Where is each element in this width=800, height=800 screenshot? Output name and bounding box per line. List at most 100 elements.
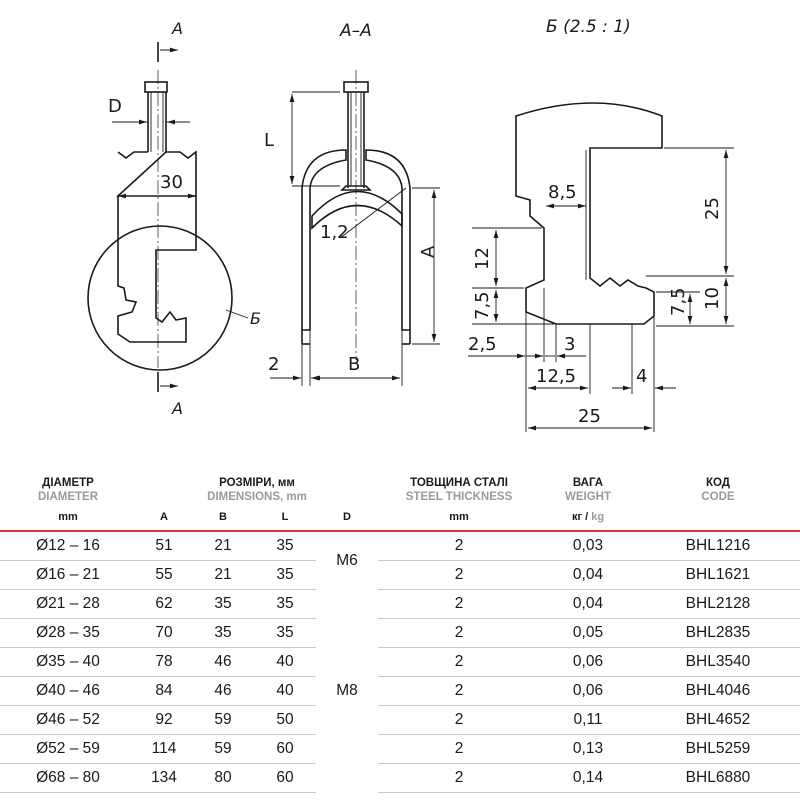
cell-l: 35	[254, 618, 316, 648]
cell-diameter: Ø21 – 28	[0, 589, 136, 619]
cell-a: 55	[136, 560, 192, 590]
cell-b: 21	[192, 531, 254, 561]
cell-diameter: Ø35 – 40	[0, 647, 136, 677]
cell-steel: 2	[378, 676, 540, 706]
header-diameter-ua: ДІАМЕТР	[42, 477, 94, 489]
unit-code	[636, 504, 800, 532]
dim-7-5-left-label: 7,5	[472, 291, 493, 320]
unit-weight-en: kg	[591, 511, 605, 523]
technical-drawing: A A D 30 Б A–A	[87, 17, 734, 432]
dim-d-label: D	[108, 96, 122, 117]
dim-4-label: 4	[636, 366, 647, 387]
unit-l: L	[254, 504, 316, 532]
cell-a: 51	[136, 531, 192, 561]
cell-weight: 0,03	[540, 531, 636, 561]
unit-b: B	[192, 504, 254, 532]
cell-l: 35	[254, 560, 316, 590]
cell-code: BHL2835	[636, 618, 800, 648]
detail-callout-label: Б	[250, 309, 261, 328]
cell-code: BHL1216	[636, 531, 800, 561]
cell-code: BHL6880	[636, 763, 800, 793]
cell-diameter: Ø28 – 35	[0, 618, 136, 648]
front-view: A A D 30 Б	[87, 19, 261, 418]
cell-l: 40	[254, 676, 316, 706]
dim-25-v-label: 25	[702, 197, 723, 220]
cell-a: 62	[136, 589, 192, 619]
cell-steel: 2	[378, 560, 540, 590]
cell-weight: 0,14	[540, 763, 636, 793]
header-weight-ua: ВАГА	[572, 477, 604, 489]
cell-b: 59	[192, 705, 254, 735]
cell-l: 50	[254, 705, 316, 735]
dim-2-5-label: 2,5	[468, 334, 497, 355]
dim-12-5-label: 12,5	[536, 366, 576, 387]
cell-b: 59	[192, 734, 254, 764]
cell-diameter: Ø68 – 80	[0, 763, 136, 793]
header-steel-ua: ТОВЩИНА СТАЛІ	[410, 477, 508, 489]
unit-weight-ua: кг	[571, 511, 583, 523]
cell-a: 92	[136, 705, 192, 735]
cell-code: BHL4652	[636, 705, 800, 735]
cell-weight: 0,05	[540, 618, 636, 648]
cell-steel: 2	[378, 763, 540, 793]
header-diameter: ДІАМЕТР DIAMETER	[0, 476, 136, 504]
cell-b: 35	[192, 618, 254, 648]
cell-diameter: Ø16 – 21	[0, 560, 136, 590]
cell-diameter: Ø46 – 52	[0, 705, 136, 735]
cell-code: BHL1621	[636, 560, 800, 590]
cell-diameter: Ø52 – 59	[0, 734, 136, 764]
unit-diameter: mm	[0, 504, 136, 532]
cell-b: 80	[192, 763, 254, 793]
cell-b: 35	[192, 589, 254, 619]
cell-a: 84	[136, 676, 192, 706]
dim-10-label: 10	[702, 287, 723, 310]
dim-gap-label: 2	[268, 354, 279, 375]
cell-steel: 2	[378, 618, 540, 648]
header-steel-en: STEEL THICKNESS	[405, 491, 513, 503]
cell-diameter: Ø40 – 46	[0, 676, 136, 706]
cell-a: 70	[136, 618, 192, 648]
header-dimensions-en: DIMENSIONS, mm	[207, 491, 307, 503]
cell-weight: 0,06	[540, 647, 636, 677]
header-code-ua: КОД	[705, 477, 730, 489]
dim-b-label: B	[348, 354, 360, 375]
cell-diameter: Ø12 – 16	[0, 531, 136, 561]
cell-steel: 2	[378, 647, 540, 677]
cell-l: 35	[254, 589, 316, 619]
cell-weight: 0,06	[540, 676, 636, 706]
cell-weight: 0,04	[540, 589, 636, 619]
detail-view: Б (2.5 : 1) 8,5 25 12 7,5 10 7,5	[468, 17, 734, 432]
cell-b: 46	[192, 676, 254, 706]
cell-code: BHL4046	[636, 676, 800, 706]
unit-a: A	[136, 504, 192, 532]
dim-thickness-label: 1,2	[320, 222, 349, 243]
cell-code: BHL5259	[636, 734, 800, 764]
specification-table: ДІАМЕТР DIAMETER РОЗМІРИ, мм DIMENSIONS,…	[0, 476, 800, 793]
cell-code: BHL2128	[636, 589, 800, 619]
header-dimensions: РОЗМІРИ, мм DIMENSIONS, mm	[136, 476, 378, 504]
cell-code: BHL3540	[636, 647, 800, 677]
detail-view-title: Б (2.5 : 1)	[546, 17, 631, 37]
dim-8-5-label: 8,5	[548, 182, 577, 203]
section-label-top: A	[171, 19, 183, 38]
cell-steel: 2	[378, 589, 540, 619]
header-code: КОД CODE	[636, 476, 800, 504]
cell-l: 60	[254, 763, 316, 793]
dim-25-h-label: 25	[578, 406, 601, 427]
dim-a-label: A	[418, 245, 439, 258]
cell-b: 46	[192, 647, 254, 677]
unit-weight-sep: /	[582, 511, 592, 523]
cell-l: 40	[254, 647, 316, 677]
dim-3-label: 3	[564, 334, 575, 355]
section-view: A–A L 1,2 A 2	[264, 21, 440, 386]
header-weight-en: WEIGHT	[565, 491, 611, 503]
dim-12-label: 12	[472, 247, 493, 270]
